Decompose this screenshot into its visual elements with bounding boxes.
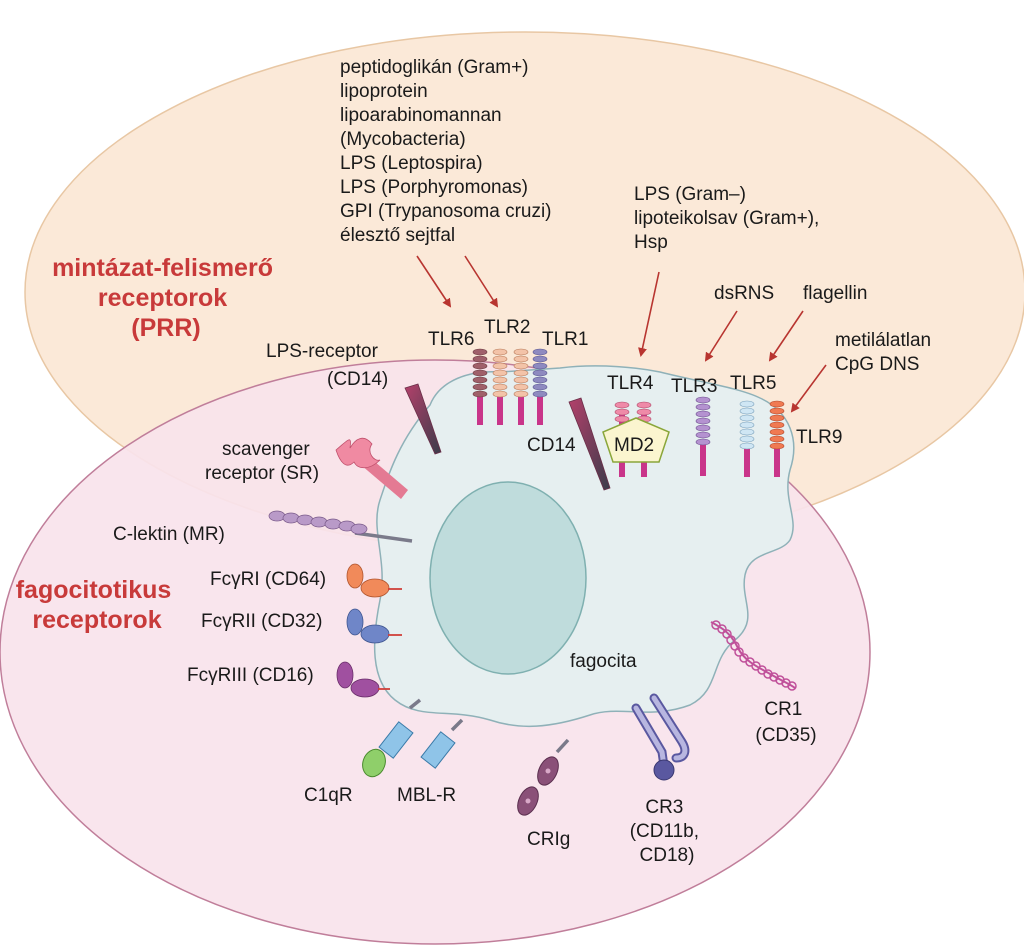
- fcgr2-label: FcγRII (CD32): [201, 611, 322, 632]
- arrow-to-tlr9: [790, 364, 827, 413]
- ligand-arrows: [416, 255, 827, 413]
- prr-title: mintázat-felismerő receptorok (PRR): [52, 254, 280, 342]
- crig-label: CRIg: [527, 829, 570, 850]
- mbl-r-receptor: [420, 718, 464, 769]
- arrow-to-tlr3: [704, 310, 738, 362]
- tlr3-receptor: [695, 396, 711, 476]
- md2-molecule: [602, 417, 670, 463]
- tlr2-ligand-list: peptidoglikán (Gram+) lipoprotein lipoar…: [340, 57, 557, 246]
- c-lectin-label: C-lektin (MR): [113, 524, 225, 545]
- tlr1-receptor: [532, 348, 548, 425]
- tlr1-label: TLR1: [542, 329, 588, 350]
- c-lectin-receptor: [268, 510, 413, 543]
- tlr2-receptor-left: [492, 348, 508, 425]
- nucleus: [429, 481, 587, 675]
- cr3-label: CR3 (CD11b, CD18): [630, 797, 705, 866]
- tlr2-label: TLR2: [484, 317, 530, 338]
- cd14-spike: [568, 397, 611, 491]
- tlr2-receptor-right: [513, 348, 529, 425]
- md2-label: MD2: [614, 435, 654, 456]
- tlr4-label: TLR4: [607, 373, 654, 394]
- c1qr-receptor: [362, 698, 422, 778]
- mbl-r-label: MBL-R: [397, 785, 456, 806]
- tlr9-receptor: [769, 400, 785, 477]
- fcgr1-receptor: [346, 563, 402, 598]
- crig-receptor: [517, 738, 570, 816]
- tlr4-ligand-list: LPS (Gram–) lipoteikolsav (Gram+), Hsp: [634, 184, 825, 253]
- cd14-label: CD14: [527, 435, 576, 456]
- scavenger-label: scavenger receptor (SR): [205, 439, 319, 484]
- lps-receptor-spike: [404, 383, 442, 455]
- tlr6-receptor: [472, 348, 488, 425]
- tlr5-receptor: [739, 400, 755, 477]
- arrow-to-tlr5: [768, 310, 804, 362]
- fagocita-label: fagocita: [570, 651, 637, 672]
- phagocytic-title: fagocitotikus receptorok: [16, 576, 179, 634]
- cr1-label: CR1 (CD35): [755, 699, 816, 746]
- tlr9-label: TLR9: [796, 427, 842, 448]
- arrow-to-tlr4: [638, 271, 660, 357]
- cr3-receptor: [631, 693, 690, 781]
- tlr5-label: TLR5: [730, 373, 776, 394]
- c1qr-label: C1qR: [304, 785, 353, 806]
- fcgr1-label: FcγRI (CD64): [210, 569, 326, 590]
- arrow-to-tlr2: [464, 255, 499, 308]
- flagellin-label: flagellin: [803, 283, 867, 304]
- lps-receptor-label: LPS-receptor (CD14): [266, 341, 388, 390]
- fcgr3-label: FcγRIII (CD16): [187, 665, 314, 686]
- scavenger-receptor: [335, 437, 408, 499]
- dsrna-label: dsRNS: [714, 283, 774, 304]
- tlr3-label: TLR3: [671, 376, 717, 397]
- fcgr3-receptor: [336, 661, 390, 698]
- tlr6-label: TLR6: [428, 329, 474, 350]
- fcgr2-receptor: [346, 608, 402, 644]
- cr1-receptor: [710, 620, 797, 691]
- cpg-label: metilálatlan CpG DNS: [835, 330, 936, 375]
- arrow-to-tlr6: [416, 255, 452, 308]
